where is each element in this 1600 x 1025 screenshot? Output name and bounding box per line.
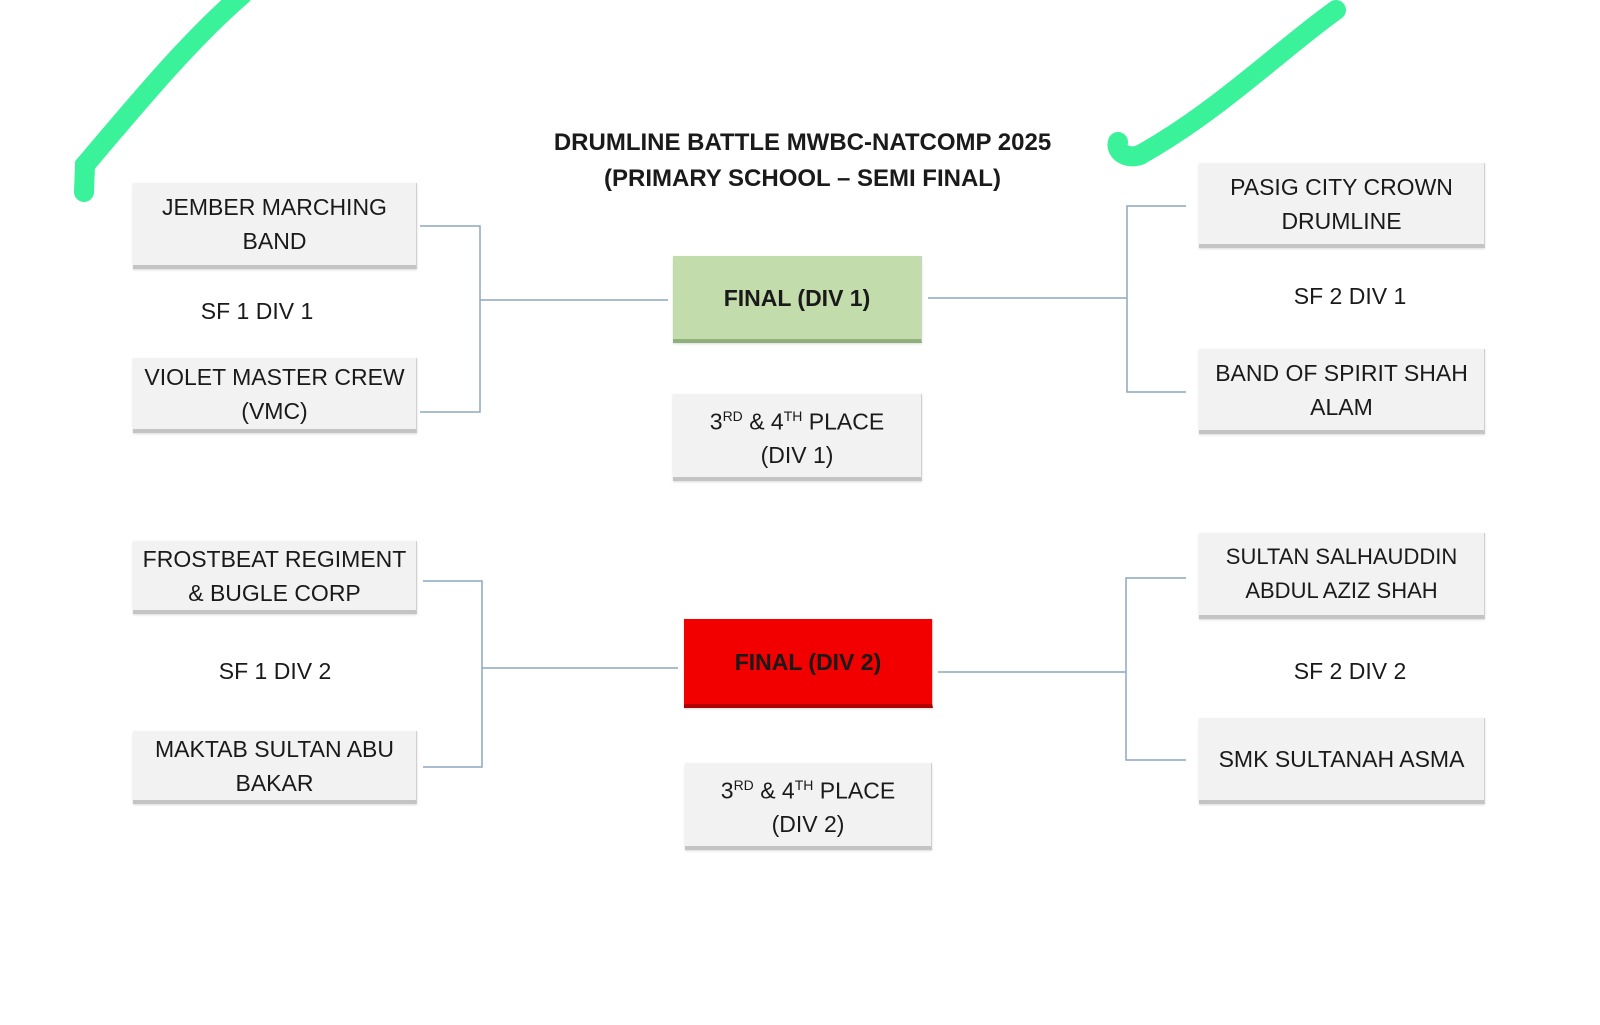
final-div1: FINAL (DIV 1) <box>673 256 922 343</box>
third-place-div1: 3RD & 4TH PLACE (DIV 1) <box>673 394 922 481</box>
final-div2: FINAL (DIV 2) <box>684 619 933 708</box>
third-place-div2-title: 3RD & 4TH PLACE <box>721 768 895 808</box>
title-line-2: (PRIMARY SCHOOL – SEMI FINAL) <box>604 165 1001 192</box>
n1: 3 <box>720 777 734 804</box>
connector-sf1-div1 <box>420 225 668 413</box>
connector-sf2-div2 <box>938 577 1186 761</box>
place: PLACE <box>819 777 896 804</box>
team-violet-master-crew: VIOLET MASTER CREW (VMC) <box>133 358 417 433</box>
third-place-div1-division: (DIV 1) <box>760 442 834 469</box>
sf1-div2-label: SF 1 DIV 2 <box>218 658 332 684</box>
team-maktab-sultan-abu-bakar: MAKTAB SULTAN ABU BAKAR <box>133 731 417 804</box>
sup1: RD <box>733 776 754 793</box>
sup1: RD <box>722 407 743 424</box>
third-place-div2: 3RD & 4TH PLACE (DIV 2) <box>685 763 932 850</box>
annotation-check-right <box>1107 0 1346 167</box>
team-jember-marching-band: JEMBER MARCHING BAND <box>133 183 417 269</box>
title-line-1: DRUMLINE BATTLE MWBC-NATCOMP 2025 <box>553 129 1052 156</box>
third-place-div1-title: 3RD & 4TH PLACE <box>710 399 884 439</box>
connector-sf1-div2 <box>423 580 678 768</box>
sf2-div2-label: SF 2 DIV 2 <box>1293 658 1407 684</box>
team-band-of-spirit-shah-alam: BAND OF SPIRIT SHAH ALAM <box>1199 349 1485 434</box>
annotation-check-left <box>74 0 251 202</box>
sf1-div1-label: SF 1 DIV 1 <box>200 298 314 324</box>
amp: & 4 <box>760 777 795 804</box>
team-smk-sultanah-asma: SMK SULTANAH ASMA <box>1199 718 1485 804</box>
place: PLACE <box>808 408 885 435</box>
connector-sf2-div1 <box>928 205 1186 393</box>
sup2: TH <box>794 776 814 793</box>
team-frostbeat-regiment: FROSTBEAT REGIMENT & BUGLE CORP <box>133 541 417 614</box>
team-pasig-city-crown-drumline: PASIG CITY CROWN DRUMLINE <box>1199 163 1485 248</box>
sf2-div1-label: SF 2 DIV 1 <box>1293 283 1407 309</box>
team-sultan-salhauddin: SULTAN SALHAUDDIN ABDUL AZIZ SHAH <box>1199 533 1485 619</box>
sup2: TH <box>783 407 803 424</box>
amp: & 4 <box>749 408 784 435</box>
n1: 3 <box>709 408 723 435</box>
bracket-title: DRUMLINE BATTLE MWBC-NATCOMP 2025 (PRIMA… <box>480 125 1125 197</box>
third-place-div2-division: (DIV 2) <box>771 811 845 838</box>
